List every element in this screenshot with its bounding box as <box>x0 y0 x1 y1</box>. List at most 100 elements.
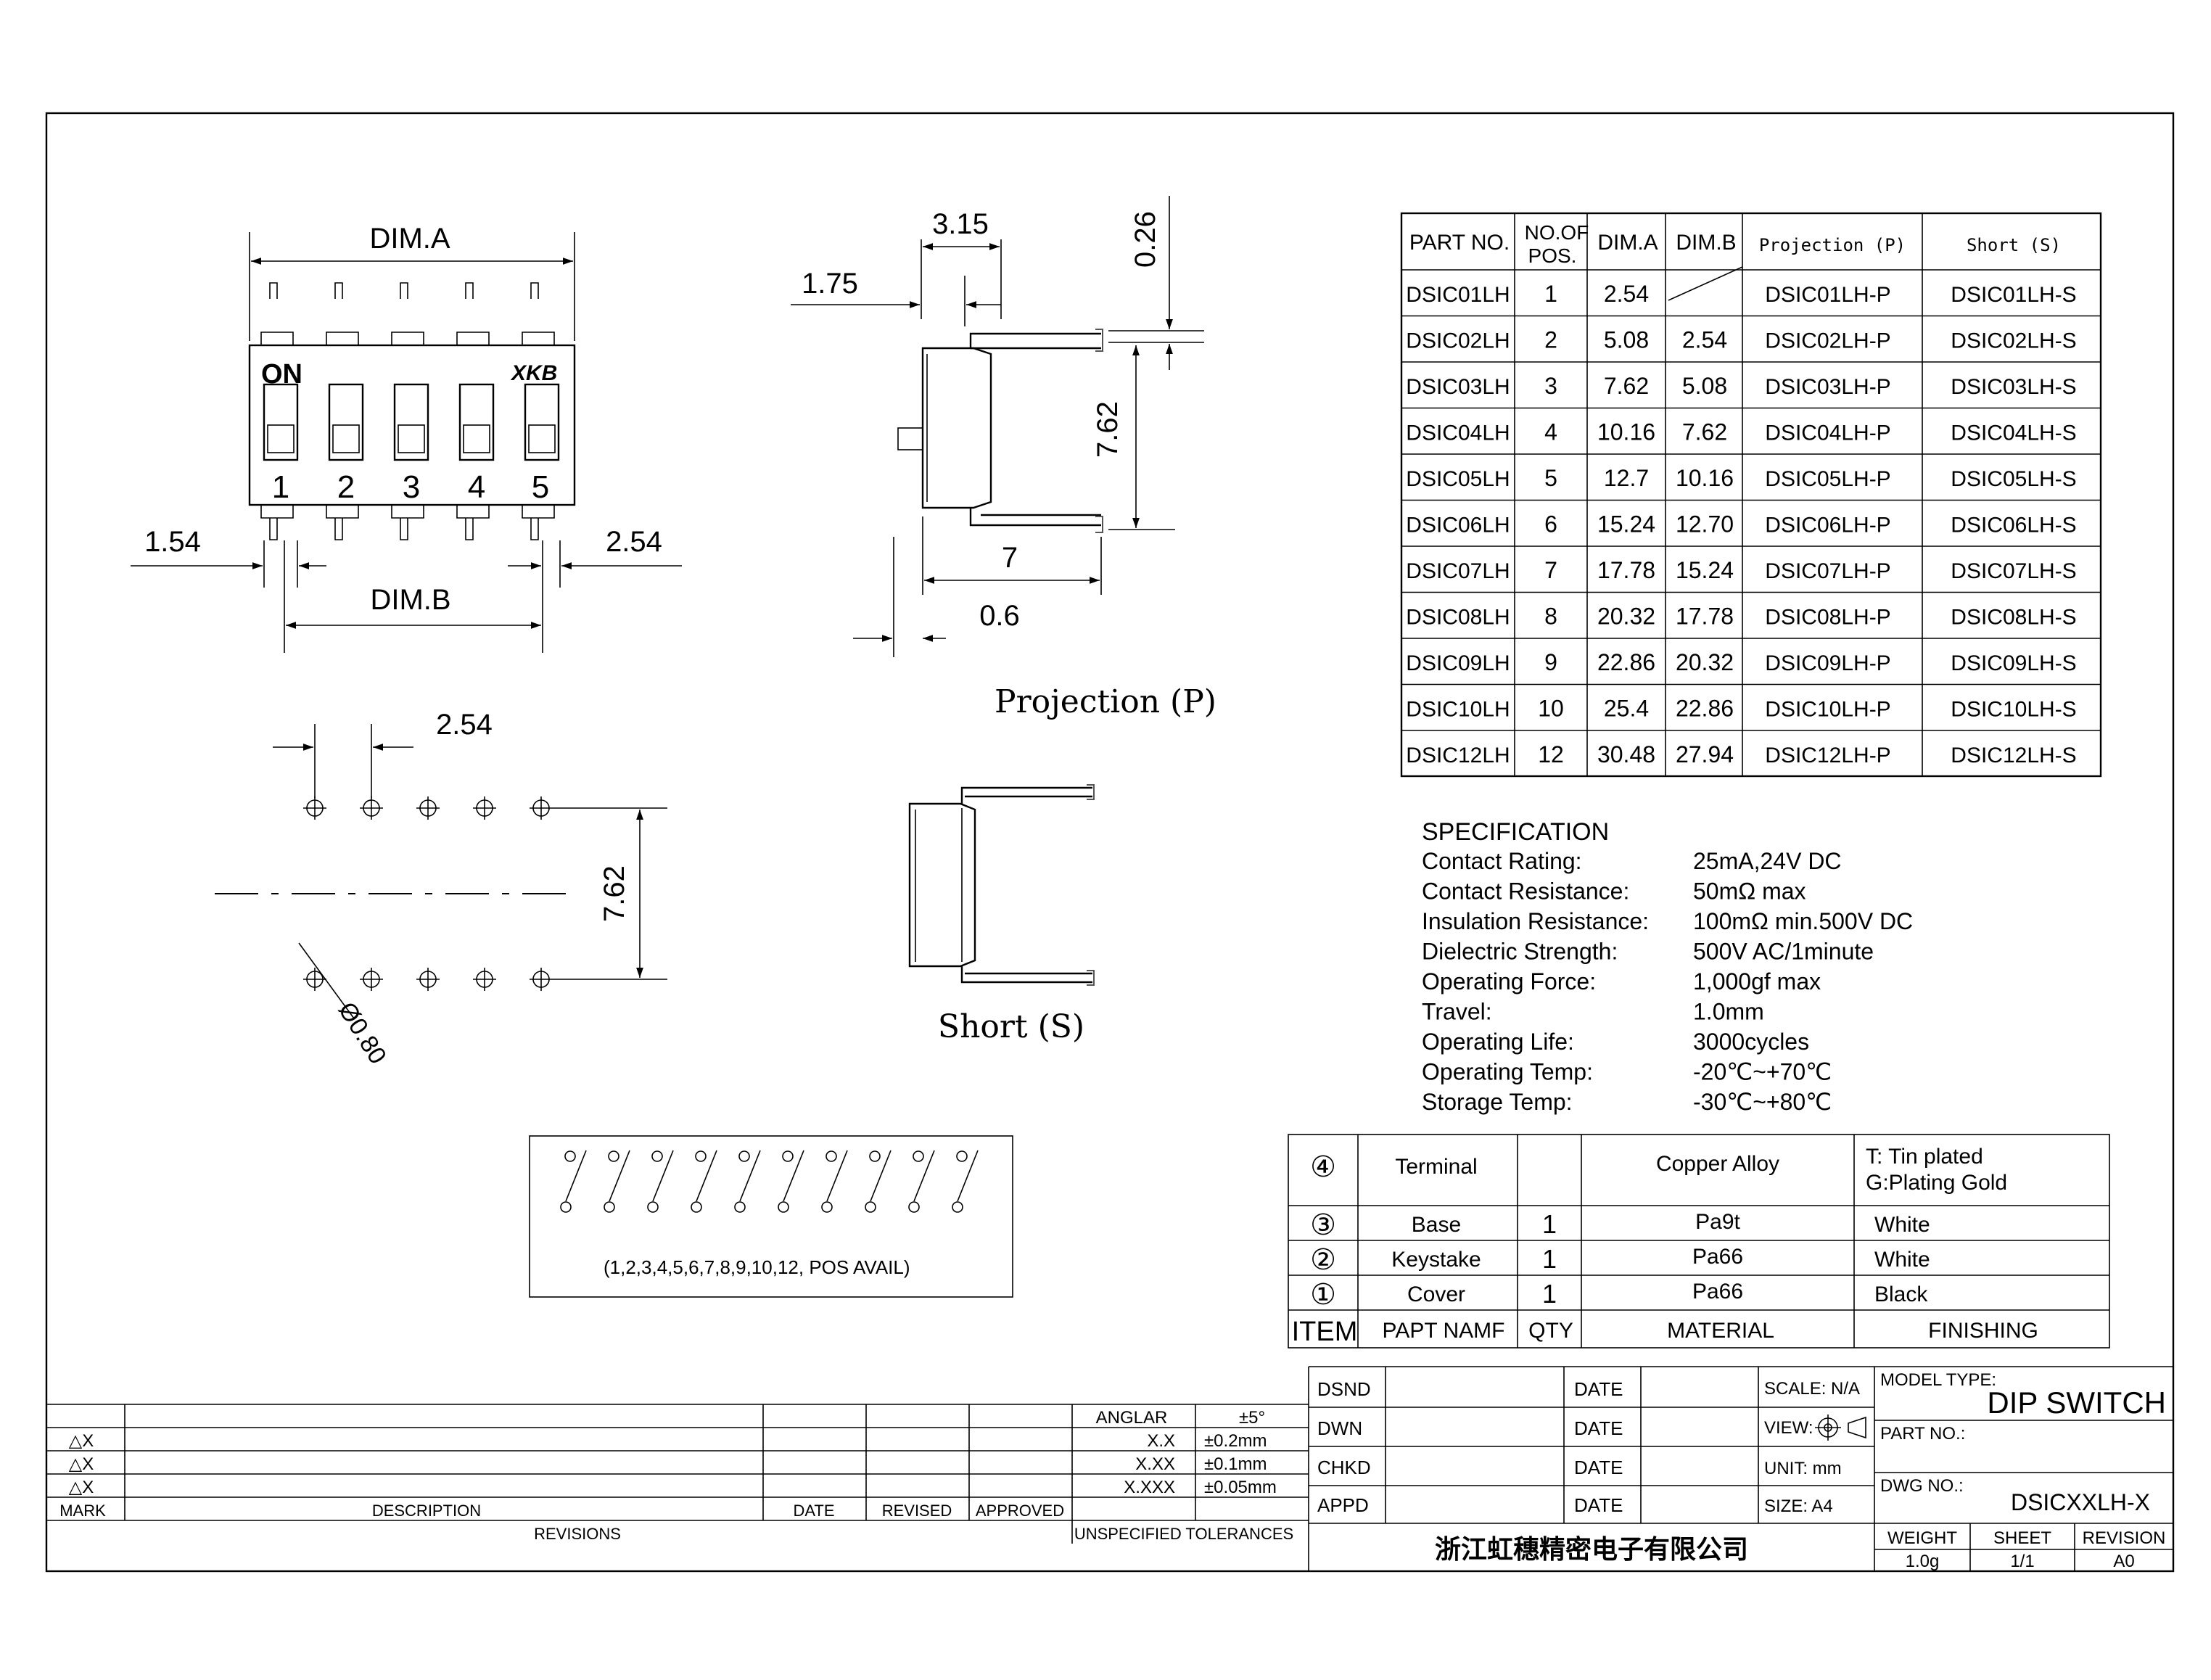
date-label: DATE <box>1574 1494 1623 1516</box>
part-table-cell: 20.32 <box>1597 604 1655 630</box>
hdr-short: Short (S) <box>1967 235 2061 255</box>
part-table-cell: 5 <box>1544 465 1557 491</box>
switch-number: 2 <box>337 469 355 505</box>
bom-hdr-finishing: FINISHING <box>1928 1319 2038 1343</box>
weight-label: WEIGHT <box>1887 1528 1957 1548</box>
switch-contact <box>908 1201 920 1213</box>
switch-number: 1 <box>272 469 289 505</box>
part-table-cell: 17.78 <box>1597 557 1655 583</box>
switch-contact <box>651 1150 663 1162</box>
part-table-cell: DSIC06LH-S <box>1951 514 2076 538</box>
pcb-layout: 2.54 7.62 Ø0.80 <box>215 709 667 1069</box>
spec-label: Contact Rating: <box>1422 848 1582 874</box>
switch-contact <box>734 1201 746 1213</box>
bom-part-name: Cover <box>1407 1282 1465 1306</box>
part-table-cell: 4 <box>1544 419 1557 445</box>
part-table-cell: DSIC03LH-S <box>1951 375 2076 399</box>
dim-1-75: 1.75 <box>802 268 858 300</box>
dim-3-15: 3.15 <box>932 208 989 240</box>
part-table-cell: DSIC10LH <box>1406 698 1510 722</box>
spec-value: 25mA,24V DC <box>1693 848 1842 874</box>
schematic: (1,2,3,4,5,6,7,8,9,10,12, POS AVAIL) <box>529 1135 1013 1298</box>
part-table-cell: DSIC12LH-P <box>1765 744 1890 767</box>
bom-part-name: Base <box>1412 1213 1461 1237</box>
bom-qty: 1 <box>1542 1279 1557 1309</box>
switch-contact <box>608 1150 619 1162</box>
role-dsnd: DSND <box>1317 1378 1371 1400</box>
tol-value: ±0.05mm <box>1204 1478 1277 1497</box>
tol-value: ±5° <box>1239 1408 1265 1428</box>
bom-finishing: G:Plating Gold <box>1866 1171 2007 1195</box>
title-block: DSND DWN CHKD APPD DATE DATE DATE DATE S… <box>1309 1366 2173 1571</box>
bom-part-name: Terminal <box>1395 1155 1477 1179</box>
date-label: DATE <box>1574 1457 1623 1478</box>
switch-lever <box>957 1150 979 1202</box>
bom-item-number: ② <box>1310 1244 1336 1276</box>
part-table-cell: DSIC07LH-S <box>1951 559 2076 583</box>
spec-value: 1.0mm <box>1693 999 1764 1025</box>
switch-contact <box>782 1150 794 1162</box>
dim-0-6: 0.6 <box>979 600 1020 632</box>
part-table-cell: DSIC01LH-S <box>1951 283 2076 307</box>
switch-number: 5 <box>532 469 549 505</box>
part-table-cell: DSIC09LH-P <box>1765 651 1890 675</box>
spec-label: Operating Temp: <box>1422 1059 1593 1085</box>
actuators <box>263 383 560 461</box>
rev-hdr-revised: REVISED <box>882 1502 952 1520</box>
hdr-part-no: PART NO. <box>1409 231 1510 255</box>
short-title: Short (S) <box>938 1008 1084 1045</box>
part-table-cell: 1 <box>1544 281 1557 307</box>
top-view: DIM.A ON XKB 1 2 3 4 5 <box>131 223 682 653</box>
unit: UNIT: mm <box>1764 1459 1842 1478</box>
switch-lever <box>783 1150 804 1202</box>
model-type: DIP SWITCH <box>1987 1385 2166 1420</box>
hdr-no-of-pos-a: NO.OF <box>1525 221 1589 244</box>
switch-contact <box>695 1150 707 1162</box>
switch-lever <box>565 1150 587 1202</box>
switch-number: 3 <box>403 469 420 505</box>
schematic-note: (1,2,3,4,5,6,7,8,9,10,12, POS AVAIL) <box>604 1256 910 1278</box>
switch-contact <box>913 1150 924 1162</box>
part-table-cell: DSIC09LH <box>1406 651 1510 675</box>
part-table-cell: DSIC03LH-P <box>1765 375 1890 399</box>
part-no-label: PART NO.: <box>1880 1424 1965 1444</box>
part-table-cell: DSIC03LH <box>1406 375 1510 399</box>
spec-value: -20℃~+70℃ <box>1693 1059 1832 1085</box>
rev-hdr-description: DESCRIPTION <box>372 1502 481 1520</box>
switch-lever <box>826 1150 848 1202</box>
short-view: Short (S) <box>908 784 1095 1045</box>
bom-finishing: White <box>1874 1248 1930 1272</box>
pcb-hole-dia: Ø0.80 <box>333 997 392 1069</box>
part-table-cell: 15.24 <box>1676 557 1734 583</box>
spec-label: Operating Life: <box>1422 1029 1574 1055</box>
rev-mark: △X <box>69 1478 94 1497</box>
part-table-cell: DSIC08LH-S <box>1951 606 2076 630</box>
sheet-border <box>45 112 2175 1573</box>
bom-item-number: ④ <box>1310 1151 1336 1183</box>
part-table-cell: DSIC04LH-P <box>1765 421 1890 445</box>
part-table-cell: 12 <box>1538 741 1564 767</box>
part-table-cell: DSIC04LH-S <box>1951 421 2076 445</box>
switch-contact <box>691 1201 702 1213</box>
dim-2-54: 2.54 <box>606 526 662 558</box>
switch-lever <box>609 1150 630 1202</box>
part-table-cell: DSIC10LH-S <box>1951 698 2076 722</box>
part-table-cell: 10.16 <box>1597 419 1655 445</box>
switch-contact <box>825 1150 837 1162</box>
switch-contact <box>952 1201 963 1213</box>
sheet: 1/1 <box>2010 1552 2034 1571</box>
part-table-cell: DSIC05LH-P <box>1765 467 1890 491</box>
rev-hdr-date: DATE <box>793 1502 834 1520</box>
bom-material: Pa66 <box>1692 1245 1743 1269</box>
part-table-cell: 12.7 <box>1604 465 1649 491</box>
switch-number: 4 <box>468 469 485 505</box>
part-table-cell: DSIC07LH-P <box>1765 559 1890 583</box>
part-table-cell: DSIC01LH <box>1406 283 1510 307</box>
part-table-cell: 5.08 <box>1682 373 1727 399</box>
part-table-cell: 22.86 <box>1597 649 1655 675</box>
brand-logo: XKB <box>510 361 557 385</box>
bom-material: Pa9t <box>1695 1210 1740 1234</box>
part-table-cell: 15.24 <box>1597 511 1655 538</box>
bom-finishing: Black <box>1874 1282 1928 1306</box>
